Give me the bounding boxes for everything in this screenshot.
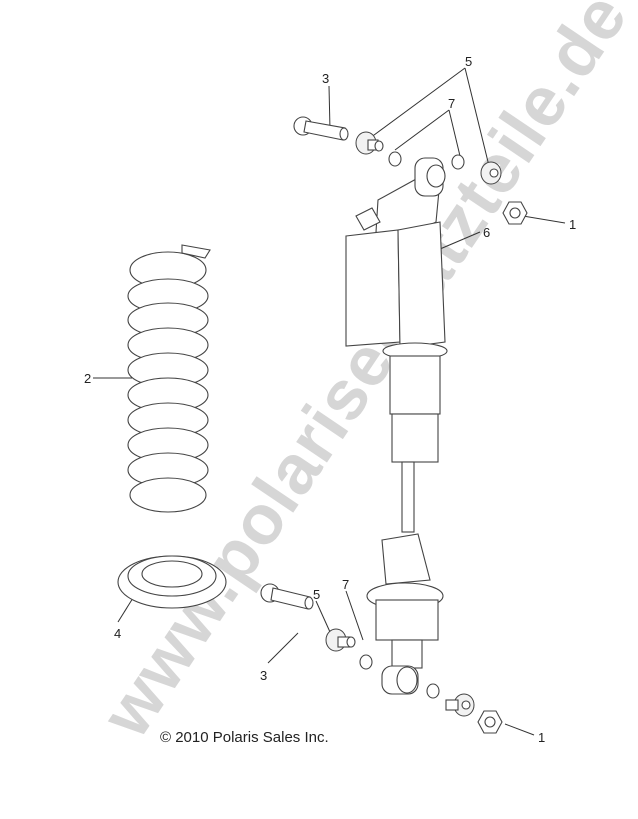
bottom-bolt [260, 583, 314, 610]
leader-lines [93, 67, 566, 736]
callout-1-top: 1 [569, 217, 577, 232]
top-o-ring-left [388, 151, 402, 167]
spring-seat [117, 555, 227, 609]
callout-1-bottom: 1 [538, 730, 546, 745]
bottom-nut [477, 710, 503, 734]
callout-3-top: 3 [322, 71, 330, 86]
top-bushing [355, 131, 384, 155]
top-bolt [293, 116, 349, 141]
bottom-bushing-right [445, 693, 475, 717]
shock-body [345, 157, 448, 695]
bottom-bushing [325, 628, 356, 652]
callout-4: 4 [114, 626, 122, 641]
coil-spring [127, 244, 211, 513]
callout-5-bottom: 5 [313, 587, 321, 602]
copyright-notice: © 2010 Polaris Sales Inc. [160, 729, 329, 746]
callout-5-top: 5 [465, 54, 473, 69]
bottom-o-ring-left [359, 654, 373, 670]
callout-6: 6 [483, 225, 491, 240]
top-bushing-right [480, 161, 502, 185]
callout-3-bottom: 3 [260, 668, 268, 683]
top-o-ring-right [451, 154, 465, 170]
callout-7-top: 7 [448, 96, 456, 111]
top-nut [502, 201, 528, 225]
bottom-o-ring-right [426, 683, 440, 699]
callout-2: 2 [84, 371, 92, 386]
callout-7-bottom: 7 [342, 577, 350, 592]
